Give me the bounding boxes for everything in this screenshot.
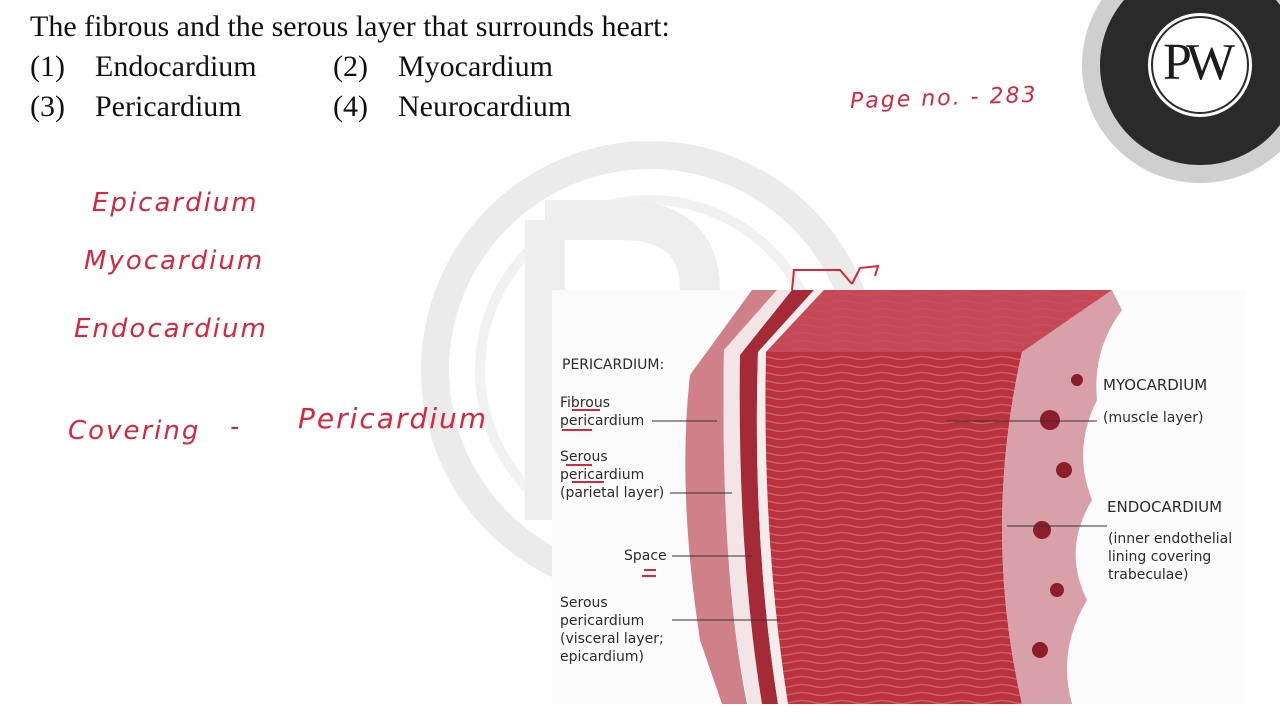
label-fibrous-1: Fibrous (560, 395, 610, 411)
label-myocardium: MYOCARDIUM (1103, 376, 1208, 394)
option-2-number: (2) (333, 50, 368, 83)
option-4-label: Neurocardium (398, 90, 572, 123)
label-endocardium: ENDOCARDIUM (1107, 498, 1223, 516)
label-serous-visceral-4: epicardium) (560, 649, 644, 665)
label-myocardium-sub: (muscle layer) (1103, 410, 1204, 426)
label-endocardium-sub-2: lining covering (1108, 549, 1212, 565)
label-serous-visceral-3: (visceral layer; (560, 631, 664, 647)
option-4-number: (4) (333, 90, 368, 123)
option-3-number: (3) (30, 90, 65, 123)
heart-wall-illustration (652, 290, 1122, 704)
arrow-annotation (791, 264, 880, 291)
heart-wall-diagram: PERICARDIUM: Fibrous pericardium Serous … (552, 290, 1245, 704)
question-text: The fibrous and the serous layer that su… (30, 10, 670, 43)
label-pericardium-heading: PERICARDIUM: (562, 357, 665, 373)
label-serous-parietal-1: Serous (560, 449, 608, 465)
pw-logo-letters: PW (1163, 34, 1235, 91)
label-serous-parietal-2: pericardium (560, 467, 645, 483)
note-myocardium: Myocardium (84, 246, 265, 276)
option-3-label: Pericardium (95, 90, 242, 123)
option-2-label: Myocardium (398, 50, 553, 83)
label-serous-visceral-1: Serous (560, 595, 608, 611)
note-covering-dash: - (230, 412, 242, 442)
label-space: Space (624, 548, 667, 564)
label-serous-parietal-3: (parietal layer) (560, 485, 665, 501)
note-endocardium: Endocardium (74, 314, 268, 344)
label-endocardium-sub-3: trabeculae) (1108, 567, 1189, 583)
ink-underlines (562, 409, 656, 577)
note-covering: Covering (68, 416, 201, 446)
option-1-number: (1) (30, 50, 65, 83)
note-pericardium: Pericardium (298, 402, 489, 435)
label-endocardium-sub-1: (inner endothelial (1108, 531, 1233, 547)
option-1-label: Endocardium (95, 50, 257, 83)
note-epicardium: Epicardium (92, 188, 259, 218)
label-serous-visceral-2: pericardium (560, 613, 645, 629)
label-fibrous-2: pericardium (560, 413, 645, 429)
